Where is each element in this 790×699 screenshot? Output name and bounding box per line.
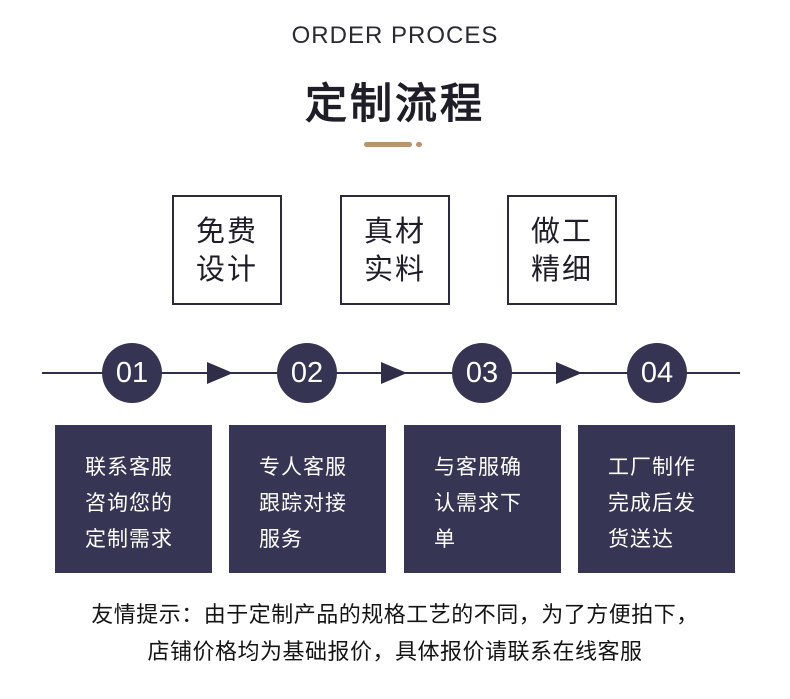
- step-text-line: 专人客服: [259, 455, 347, 479]
- feature-label-line2: 精细: [530, 252, 593, 286]
- feature-box-free-design: 免费 设计: [172, 195, 282, 305]
- step-number-03: 03: [452, 343, 512, 403]
- step-text-line: 咨询您的: [85, 491, 173, 515]
- step-card-01: 联系客服 咨询您的 定制需求: [55, 425, 212, 573]
- notice-line-1: 友情提示：由于定制产品的规格工艺的不同，为了方便拍下，: [91, 603, 699, 628]
- title-underline: [364, 142, 412, 147]
- step-text-line: 定制需求: [85, 527, 173, 551]
- step-text-line: 跟踪对接: [259, 491, 347, 515]
- step-card-02: 专人客服 跟踪对接 服务: [229, 425, 386, 573]
- step-text-line: 联系客服: [85, 455, 173, 479]
- arrow-right-icon: [381, 362, 407, 384]
- feature-label-line2: 设计: [195, 252, 258, 286]
- feature-label-line1: 免费: [195, 214, 258, 248]
- step-text-line: 完成后发: [608, 491, 696, 515]
- step-text-line: 工厂制作: [608, 455, 696, 479]
- page-title: 定制流程: [304, 79, 485, 128]
- notice-line-2: 店铺价格均为基础报价，具体报价请联系在线客服: [147, 640, 643, 665]
- feature-box-real-material: 真材 实料: [340, 195, 450, 305]
- step-text-line: 与客服确: [434, 455, 522, 479]
- feature-box-fine-work: 做工 精细: [507, 195, 617, 305]
- step-card-04: 工厂制作 完成后发 货送达: [578, 425, 735, 573]
- step-number-04: 04: [627, 343, 687, 403]
- feature-label-line1: 真材: [363, 214, 426, 248]
- feature-label-line1: 做工: [530, 214, 593, 248]
- step-number-01: 01: [102, 343, 162, 403]
- step-number-02: 02: [277, 343, 337, 403]
- step-text-line: 认需求下: [434, 491, 522, 515]
- step-text-line: 货送达: [608, 527, 674, 551]
- eyebrow-text: ORDER PROCES: [291, 22, 499, 49]
- arrow-right-icon: [556, 362, 582, 384]
- feature-label-line2: 实料: [363, 252, 426, 286]
- step-card-03: 与客服确 认需求下 单: [404, 425, 561, 573]
- step-text-line: 单: [434, 527, 456, 551]
- title-underline-dot: [416, 142, 422, 147]
- arrow-right-icon: [207, 362, 233, 384]
- step-text-line: 服务: [259, 527, 303, 551]
